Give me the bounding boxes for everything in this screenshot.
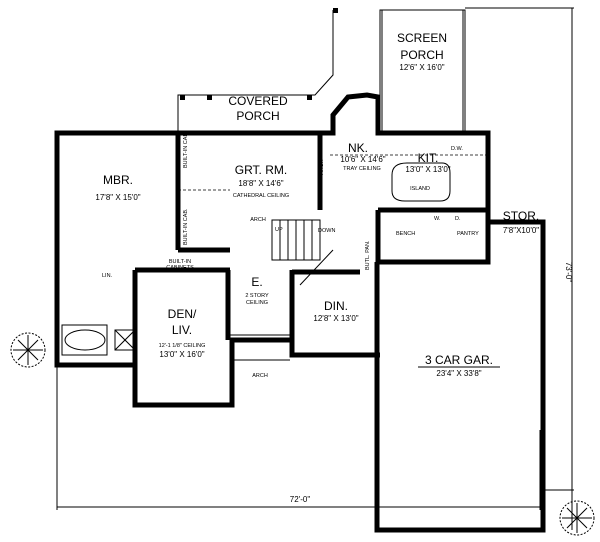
arch-label-bottom: ARCH (252, 373, 268, 379)
kitchen-size: 13'0" X 13'0" (405, 165, 450, 174)
builtin-cabinets-label: BUILT-IN (169, 259, 191, 265)
kitchen-label: KIT. (418, 151, 439, 165)
arch-label-top: ARCH (250, 217, 266, 223)
dining-label: DIN. (324, 299, 348, 313)
tree-icon (559, 500, 595, 536)
den-ceiling-note: 12'-1 1/8" CEILING (159, 343, 206, 349)
storage-size: 7'8"X10'0" (503, 226, 539, 235)
covered-porch-label-2: PORCH (236, 109, 279, 123)
nook-ceiling-note: TRAY CEILING (343, 166, 381, 172)
great-room-label: GRT. RM. (235, 163, 287, 177)
bench-label: BENCH (396, 231, 415, 237)
screen-porch-size: 12'6" X 16'0" (399, 63, 444, 72)
garage-size: 23'4" X 33'8" (436, 369, 481, 378)
island-label: ISLAND (410, 186, 430, 192)
entry-label: E. (251, 275, 262, 289)
builtin-cabinets-label-2: CABINETS (166, 265, 194, 271)
covered-porch-outline (177, 8, 338, 133)
staircase (271, 219, 334, 286)
washer-label: W. (434, 216, 441, 222)
screen-porch-label: SCREEN (397, 31, 447, 45)
nook-size: 10'6" X 14'6" (340, 155, 385, 164)
den-label: DEN/ (168, 307, 197, 321)
pantry-label: PANTRY (457, 231, 479, 237)
den-size: 13'0" X 16'0" (159, 350, 204, 359)
master-bedroom-label: MBR. (103, 173, 133, 187)
butler-pantry-label: BUTL. PAN. (365, 240, 371, 270)
nook-arch-label: ARCH (319, 159, 325, 175)
linen-label: LIN. (102, 273, 113, 279)
tree-icon (10, 332, 46, 368)
dryer-label: D. (455, 216, 461, 222)
screen-porch-label-2: PORCH (400, 48, 443, 62)
width-dimension: 72'-0" (290, 495, 311, 504)
den-label-2: LIV. (172, 323, 192, 337)
storage-label: STOR. (503, 209, 539, 223)
stairs-down-label: DOWN (318, 228, 335, 234)
entry-note: 2 STORY (245, 293, 269, 299)
great-room-size: 18'8" X 14'6" (238, 179, 283, 188)
covered-porch-label: COVERED (228, 94, 288, 108)
dining-size: 12'8" X 13'0" (313, 314, 358, 323)
interior-details (61, 154, 488, 356)
great-room-ceiling-note: CATHEDRAL CEILING (233, 193, 289, 199)
walls (54, 92, 546, 533)
nook-label: NK. (348, 141, 368, 155)
stairs-up-label: UP (275, 227, 283, 233)
master-bedroom-size: 17'8" X 15'0" (95, 193, 140, 202)
builtin-cab-bottom: BUILT-IN CAB. (183, 208, 189, 245)
dishwasher-label: D.W. (451, 146, 463, 152)
entry-note-2: CEILING (246, 300, 268, 306)
garage-label: 3 CAR GAR. (425, 353, 493, 367)
builtin-cab-top: BUILT-IN CAB. (183, 131, 189, 168)
depth-dimension: 73'-0" (564, 262, 573, 283)
